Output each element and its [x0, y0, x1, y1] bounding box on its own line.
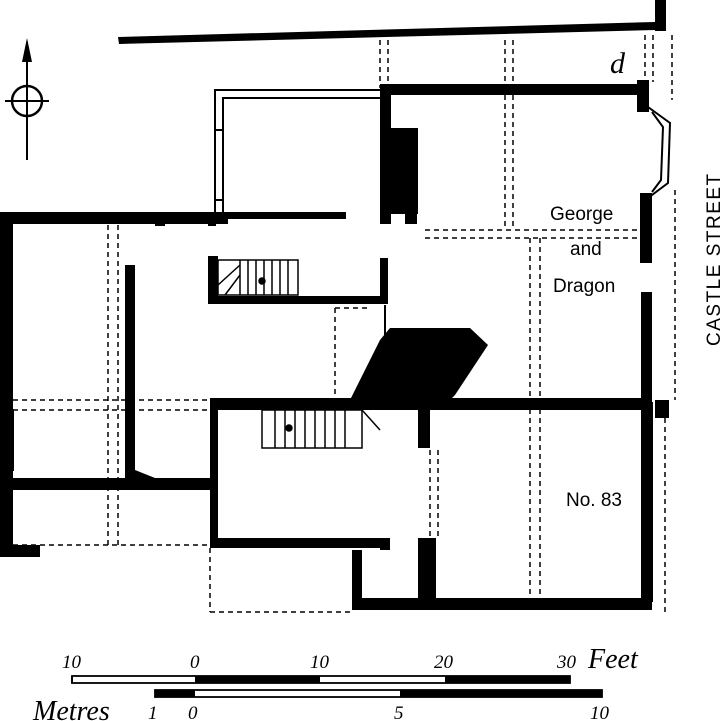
feet-tick-label-1: 10	[62, 652, 82, 673]
staircase-upper	[217, 259, 299, 296]
metres-tick-label-4: 10	[590, 703, 610, 721]
corner-label: d	[610, 47, 626, 80]
walls	[0, 0, 669, 610]
room-label-no83: No. 83	[566, 490, 622, 511]
room-label-george: George	[550, 204, 613, 225]
dashed-lines	[13, 35, 676, 613]
feet-scale-bar	[71, 675, 571, 684]
room-label-and: and	[570, 239, 602, 260]
feet-tick-label-4: 20	[434, 652, 454, 673]
feet-tick-label-3: 10	[310, 652, 330, 673]
feet-tick-label-5: 30	[556, 652, 577, 673]
outline-walls	[0, 89, 672, 598]
metres-tick-label-1: 1	[148, 703, 158, 721]
metres-unit-label: Metres	[32, 696, 110, 721]
metres-tick-label-3: 5	[394, 703, 404, 721]
north-arrow-icon	[5, 38, 49, 160]
feet-unit-label: Feet	[587, 644, 639, 675]
metres-tick-label-2: 0	[188, 703, 198, 721]
room-label-dragon: Dragon	[553, 276, 615, 297]
feet-tick-label-2: 0	[190, 652, 200, 673]
metres-scale-bar	[154, 689, 603, 698]
staircase-lower	[261, 409, 381, 449]
street-label: CASTLE STREET	[704, 172, 721, 346]
